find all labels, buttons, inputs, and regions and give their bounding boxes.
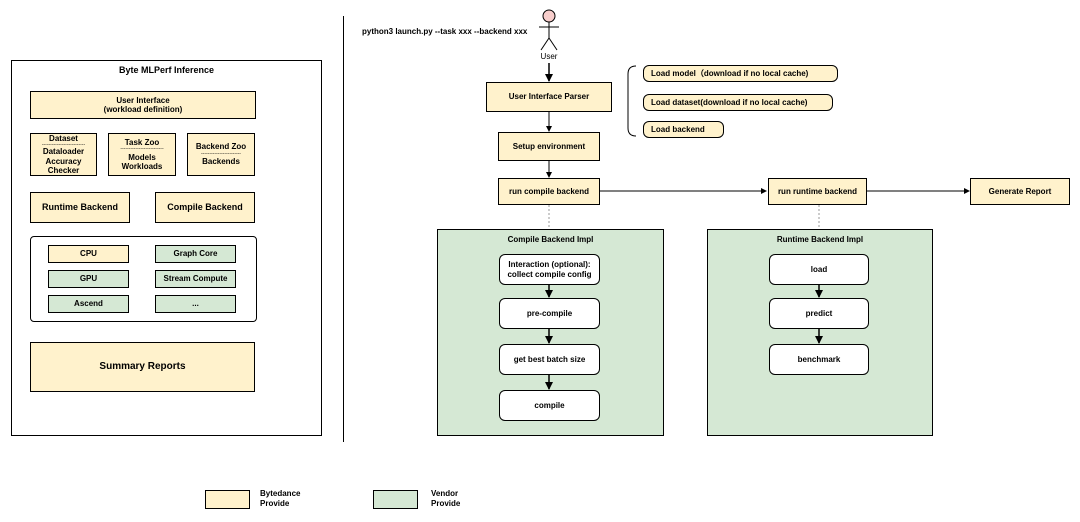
left-panel-title: Byte MLPerf Inference: [118, 65, 215, 75]
load-backend-box: Load backend: [643, 121, 724, 138]
setup-environment-box: Setup environment: [498, 132, 600, 161]
runtime-step-predict: predict: [769, 298, 869, 329]
compile-step-interaction: Interaction (optional): collect compile …: [499, 254, 600, 285]
dataset-body: Dataloader Accuracy Checker: [42, 147, 85, 175]
dataset-box: Dataset -------------------------- Datal…: [30, 133, 97, 176]
legend-vendor-swatch: [373, 490, 418, 509]
task-zoo-separator: --------------------------: [120, 147, 164, 153]
legend-bytedance-swatch: [205, 490, 250, 509]
hardware-cpu: CPU: [48, 245, 129, 263]
hardware-container: [30, 236, 257, 322]
load-dataset-box: Load dataset(download if no local cache): [643, 94, 833, 111]
task-zoo-box: Task Zoo -------------------------- Mode…: [108, 133, 176, 176]
generate-report-box: Generate Report: [970, 178, 1070, 205]
backend-zoo-title: Backend Zoo: [195, 142, 247, 152]
user-interface-parser-box: User Interface Parser: [486, 82, 612, 112]
task-zoo-title: Task Zoo: [124, 137, 160, 147]
hardware-ascend: Ascend: [48, 295, 129, 313]
compile-backend-impl-title: Compile Backend Impl: [507, 235, 594, 244]
user-label: User: [540, 52, 558, 61]
legend-vendor-label: Vendor Provide: [431, 489, 461, 508]
task-zoo-body: Models Workloads: [121, 152, 163, 171]
runtime-backend-box: Runtime Backend: [30, 192, 130, 223]
load-items-bracket: [627, 65, 637, 137]
compile-step-pre-compile: pre-compile: [499, 298, 600, 329]
runtime-backend-impl-title: Runtime Backend Impl: [776, 235, 864, 244]
load-model-box: Load model（download if no local cache): [643, 65, 838, 82]
hardware-stream-compute: Stream Compute: [155, 270, 236, 288]
backend-zoo-separator: ------------------------: [201, 151, 241, 157]
vertical-divider: [343, 16, 344, 442]
summary-reports-box: Summary Reports: [30, 342, 255, 392]
runtime-step-load: load: [769, 254, 869, 285]
legend-bytedance-label: Bytedance Provide: [260, 489, 301, 508]
dataset-title: Dataset: [49, 134, 78, 143]
compile-backend-box: Compile Backend: [155, 192, 255, 223]
hardware-gpu: GPU: [48, 270, 129, 288]
run-compile-backend-box: run compile backend: [498, 178, 600, 205]
user-leg-right: [548, 37, 558, 51]
backend-zoo-box: Backend Zoo ------------------------ Bac…: [187, 133, 255, 176]
compile-step-compile: compile: [499, 390, 600, 421]
compile-step-best-batch-size: get best batch size: [499, 344, 600, 375]
user-leg-left: [540, 37, 550, 51]
run-runtime-backend-box: run runtime backend: [768, 178, 867, 205]
hardware-graph-core: Graph Core: [155, 245, 236, 263]
left-panel: [11, 60, 322, 436]
dataset-separator: --------------------------: [41, 143, 86, 148]
user-interface-box: User Interface (workload definition): [30, 91, 256, 119]
command-text: python3 launch.py --task xxx --backend x…: [362, 27, 528, 36]
backend-zoo-body: Backends: [202, 157, 240, 167]
hardware-ellipsis: ...: [155, 295, 236, 313]
runtime-step-benchmark: benchmark: [769, 344, 869, 375]
